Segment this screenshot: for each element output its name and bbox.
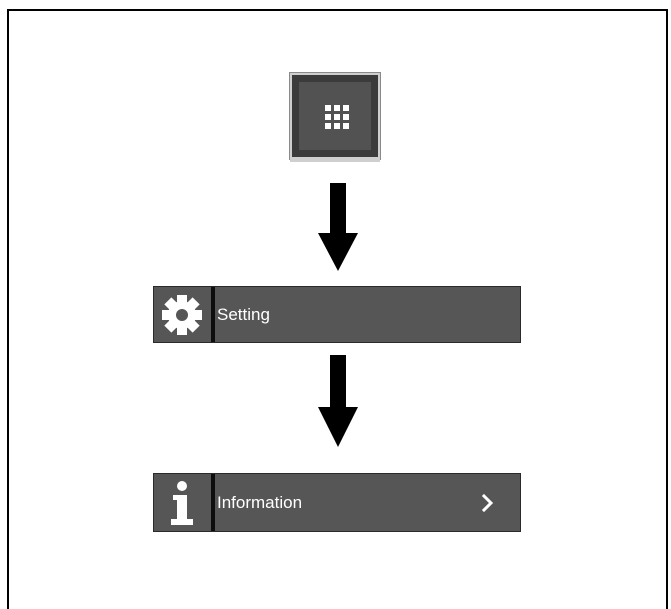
information-label: Information: [217, 492, 303, 512]
apps-button-face: [299, 82, 371, 150]
chevron-right-icon: [482, 474, 494, 531]
figure-frame: [7, 9, 668, 609]
apps-grid-icon: [325, 105, 349, 129]
information-divider: [211, 474, 215, 531]
setting-icon-cell: [154, 287, 210, 342]
apps-button-underline: [290, 159, 380, 162]
apps-button[interactable]: [289, 72, 381, 162]
information-menu-item[interactable]: Information: [153, 473, 521, 532]
setting-divider: [211, 287, 215, 342]
down-arrow-icon: [318, 355, 358, 447]
setting-menu-item[interactable]: Setting: [153, 286, 521, 343]
info-icon: [171, 480, 193, 525]
information-icon-cell: [154, 474, 210, 531]
setting-label: Setting: [217, 304, 270, 324]
down-arrow-icon: [318, 183, 358, 271]
gear-icon: [162, 294, 202, 335]
